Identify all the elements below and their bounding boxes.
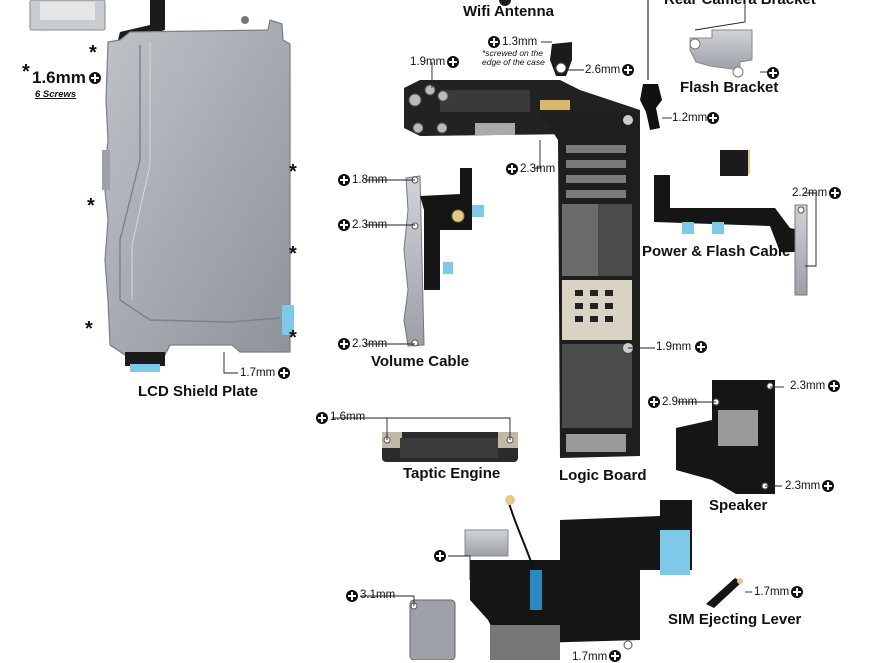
phillips-screw-icon [822,480,834,492]
phillips-screw-icon [338,174,350,186]
rear-camera-bracket [689,29,753,78]
phillips-screw-icon [791,586,803,598]
phillips-screw-icon [338,219,350,231]
taptic-engine-part [382,432,518,462]
phillips-screw-icon [695,341,707,353]
screw-size-taptic: 1.6mm [330,411,366,423]
label-volume-cable: Volume Cable [371,353,470,370]
label-sim-ejecting-lever: SIM Ejecting Lever [668,611,802,628]
camera-bracket-small [550,42,572,76]
phillips-screw-icon [278,367,290,379]
phillips-screw-icon [828,380,840,392]
leader-lines [223,0,817,606]
label-rear-camera-bracket: Rear Camera Bracket [664,0,816,8]
volume-cable-part [403,168,484,347]
phillips-screw-icon [338,338,350,350]
logic-board [540,112,640,458]
phillips-screw-icon [488,36,500,48]
wifi-antenna-part [499,0,511,6]
phillips-screw-icon [89,72,101,84]
phillips-screw-icon [648,396,660,408]
screw-size-speaker-bottom: 2.3mm [785,480,821,492]
screw-size-volume-mid: 2.3mm [352,219,388,231]
screw-size-dock-bottom: 1.7mm [572,651,608,663]
screw-size-lcd-bottom: 1.7mm [240,367,276,379]
dock-connector-part [409,495,692,660]
asterisk-mark-icon: * [87,195,95,217]
phillips-screw-icon [829,187,841,199]
phillips-screw-icon [447,56,459,68]
screw-size-sim: 1.7mm [754,586,790,598]
screw-size-antenna-mid: 2.6mm [585,64,621,76]
screw-size-flash: 1.2mm [672,112,708,124]
asterisk-mark-icon: * [89,42,97,64]
screw-size-power-right: 2.2mm [792,187,828,199]
asterisk-mark-icon: * [22,61,30,83]
label-lcd-shield-plate: LCD Shield Plate [138,383,259,400]
phillips-screw-icon [707,112,719,124]
phillips-screw-icon [316,412,328,424]
phillips-screw-icon [622,64,634,76]
phillips-screw-icon [767,67,779,79]
wifi-note: *screwed on the edge of the case [482,48,545,67]
lcd-shield-plate [102,16,294,372]
phillips-screw-icon [346,590,358,602]
asterisk-mark-icon: * [85,318,93,340]
screw-count-lcd: 6 Screws [35,89,77,100]
screw-size-antenna-left: 1.9mm [410,56,446,68]
asterisk-mark-icon: * [289,161,297,183]
asterisk-mark-icon: * [289,243,297,265]
screw-size-board-mid: 1.9mm [656,341,692,353]
screw-size-lcd-main: 1.6mm [32,68,86,87]
label-logic-board: Logic Board [559,467,647,484]
phillips-screw-icon [609,650,621,662]
flash-clip [640,84,662,130]
phillips-screw-icon [434,550,446,562]
label-power-flash-cable: Power & Flash Cable [642,243,791,260]
label-taptic-engine: Taptic Engine [403,465,501,482]
screw-size-wifi-top: 1.3mm [502,36,538,48]
screw-size-speaker-top: 2.3mm [790,380,826,392]
power-flash-cable-part [654,150,808,296]
screw-size-volume-bottom: 2.3mm [352,338,388,350]
asterisk-mark-icon: * [289,327,297,349]
label-speaker: Speaker [709,497,768,514]
label-wifi-antenna: Wifi Antenna [463,3,554,20]
screw-size-volume-top: 1.8mm [352,174,388,186]
screw-size-dock-left: 3.1mm [360,589,396,601]
top-left-bracket [29,0,165,40]
screw-size-speaker-left: 2.9mm [662,396,698,408]
phillips-screw-icon [506,163,518,175]
sim-lever-part [706,578,743,608]
screw-size-board-top: 2.3mm [520,163,556,175]
label-flash-bracket: Flash Bracket [680,79,779,96]
